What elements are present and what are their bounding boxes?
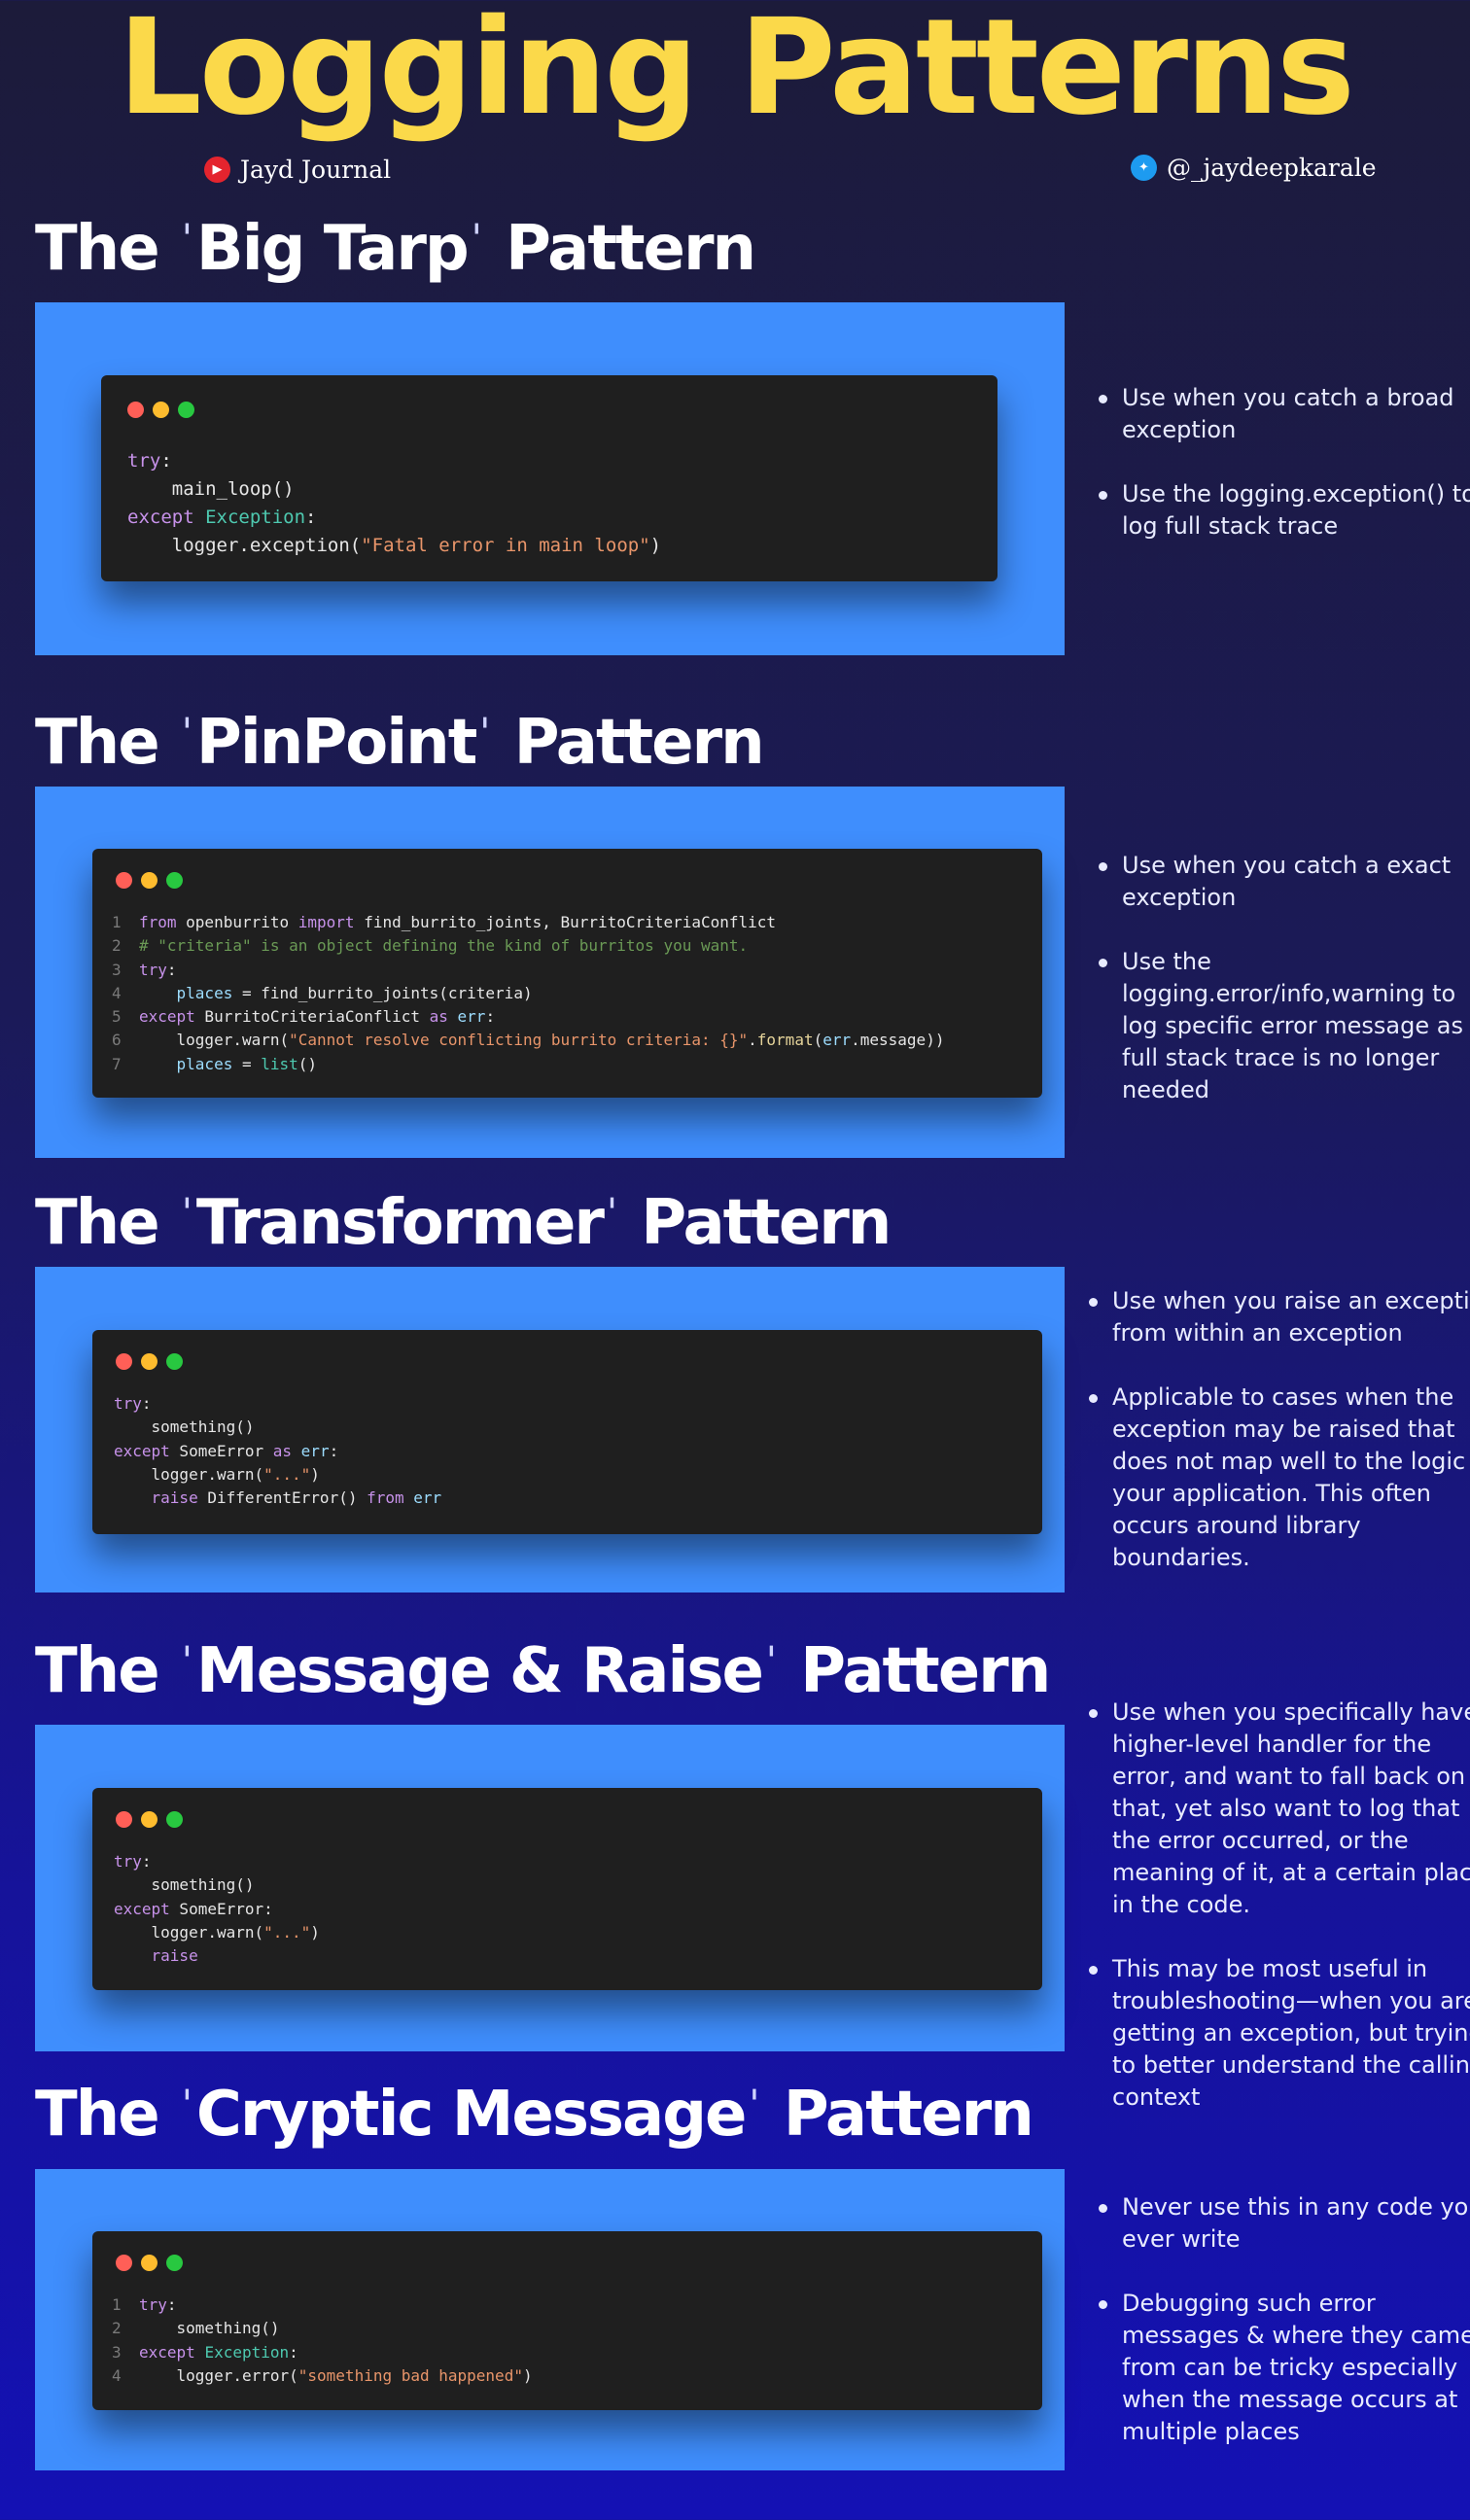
note-item: Never use this in any code you ever writ… — [1099, 2191, 1470, 2256]
notes-transformer: Use when you raise an exception from wit… — [1081, 1285, 1470, 1606]
note-item: Use the logging.error/info,warning to lo… — [1099, 946, 1470, 1106]
note-item: Debugging such error messages & where th… — [1099, 2288, 1470, 2448]
window-controls — [127, 402, 194, 418]
page-title: Logging Patterns — [118, 0, 1355, 145]
section-title-cryptic-message: The 'Cryptic Message' Pattern — [35, 2079, 1034, 2151]
section-title-pinpoint: The 'PinPoint' Pattern — [35, 707, 765, 779]
note-item: Use when you specifically have a higher-… — [1089, 1697, 1470, 1921]
code-window: try: main_loop() except Exception: logge… — [101, 375, 998, 581]
code-panel-big-tarp: try: main_loop() except Exception: logge… — [35, 302, 1065, 655]
note-item: Use when you catch a broad exception — [1099, 382, 1470, 446]
notes-message-raise: Use when you specifically have a higher-… — [1081, 1697, 1470, 2146]
notes-big-tarp: Use when you catch a broad exception Use… — [1091, 382, 1470, 575]
note-item: Applicable to cases when the exception m… — [1089, 1382, 1470, 1574]
twitter-icon: ✦ — [1131, 155, 1157, 181]
code-block: try: main_loop() except Exception: logge… — [127, 450, 662, 556]
window-controls — [116, 2255, 183, 2271]
brand-jayd-journal: ▶ Jayd Journal — [204, 156, 391, 184]
window-controls — [116, 872, 183, 889]
code-window: try: something() except SomeError as err… — [92, 1330, 1042, 1534]
section-title-message-raise: The 'Message & Raise' Pattern — [35, 1635, 1051, 1707]
note-item: Use the logging.exception() to log full … — [1099, 478, 1470, 542]
code-block: try: something() except SomeError: logge… — [114, 1852, 320, 1966]
notes-cryptic-message: Never use this in any code you ever writ… — [1091, 2191, 1470, 2480]
note-item: This may be most useful in troubleshooti… — [1089, 1953, 1470, 2114]
code-panel-transformer: try: something() except SomeError as err… — [35, 1267, 1065, 1592]
window-controls — [116, 1353, 183, 1370]
brand-label: Jayd Journal — [240, 156, 392, 184]
code-window: try: something() except SomeError: logge… — [92, 1788, 1042, 1990]
brand-twitter-handle: ✦ @_jaydeepkarale — [1131, 154, 1377, 182]
section-title-big-tarp: The 'Big Tarp' Pattern — [35, 213, 756, 285]
note-item: Use when you raise an exception from wit… — [1089, 1285, 1470, 1349]
youtube-icon: ▶ — [204, 157, 230, 183]
notes-pinpoint: Use when you catch a exact exception Use… — [1091, 850, 1470, 1138]
code-block: try: something() except SomeError as err… — [114, 1394, 442, 1508]
note-item: Use when you catch a exact exception — [1099, 850, 1470, 914]
handle-label: @_jaydeepkarale — [1167, 154, 1377, 182]
window-controls — [116, 1811, 183, 1828]
section-title-transformer: The 'Transformer' Pattern — [35, 1187, 892, 1259]
code-panel-message-raise: try: something() except SomeError: logge… — [35, 1725, 1065, 2051]
